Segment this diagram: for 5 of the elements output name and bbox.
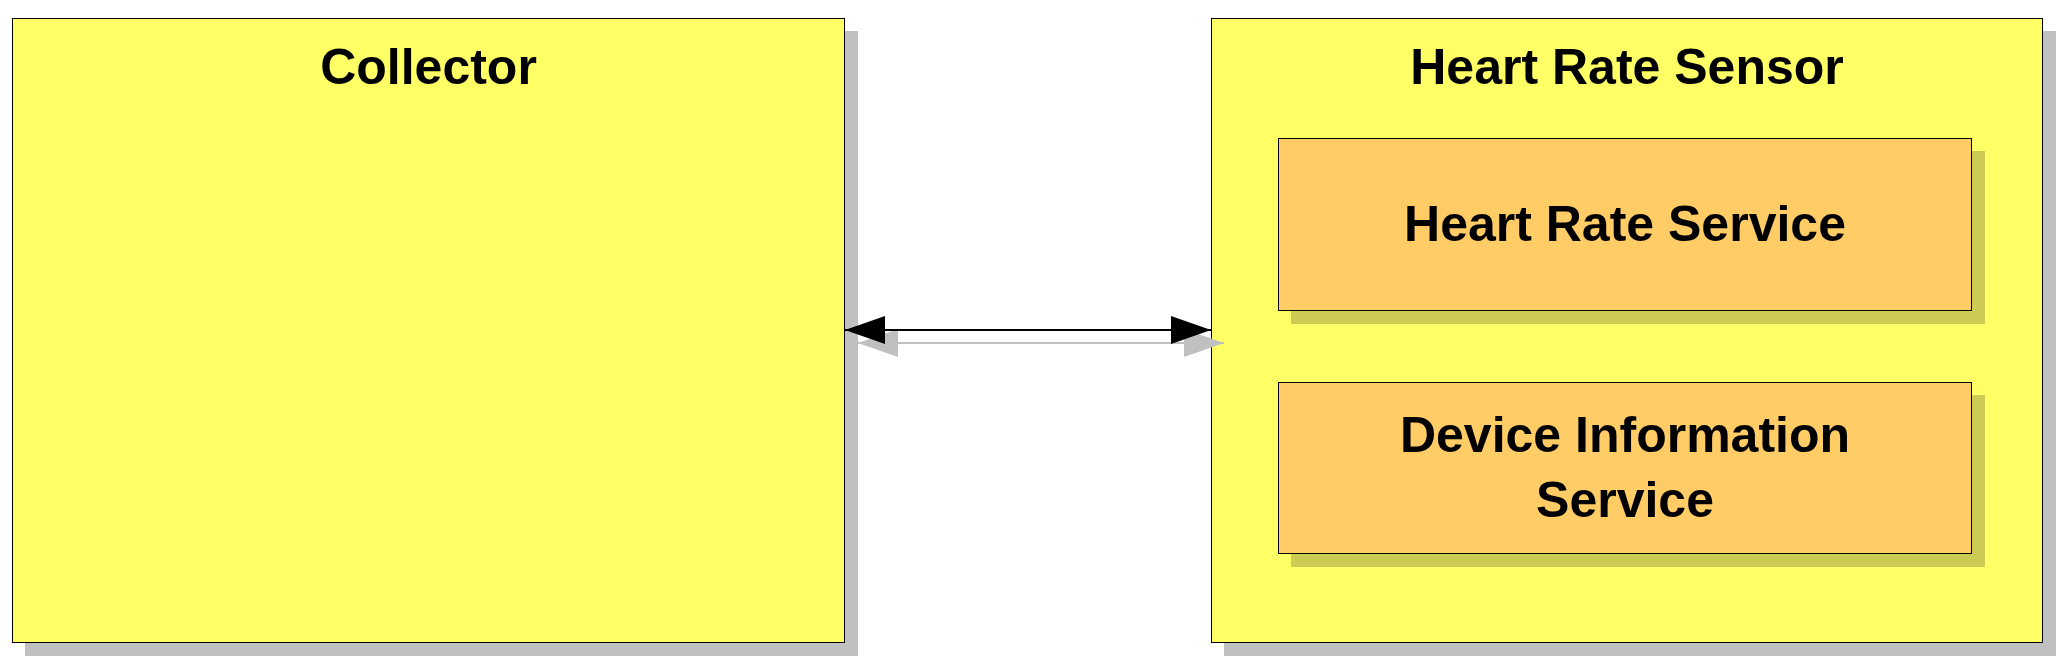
box-label: Heart Rate Service <box>1404 195 1846 254</box>
double-arrow <box>844 316 1212 344</box>
box-label: Device Information Service <box>1398 406 1852 530</box>
box-heading: Collector <box>320 38 537 97</box>
box-heading: Heart Rate Sensor <box>1410 38 1844 97</box>
